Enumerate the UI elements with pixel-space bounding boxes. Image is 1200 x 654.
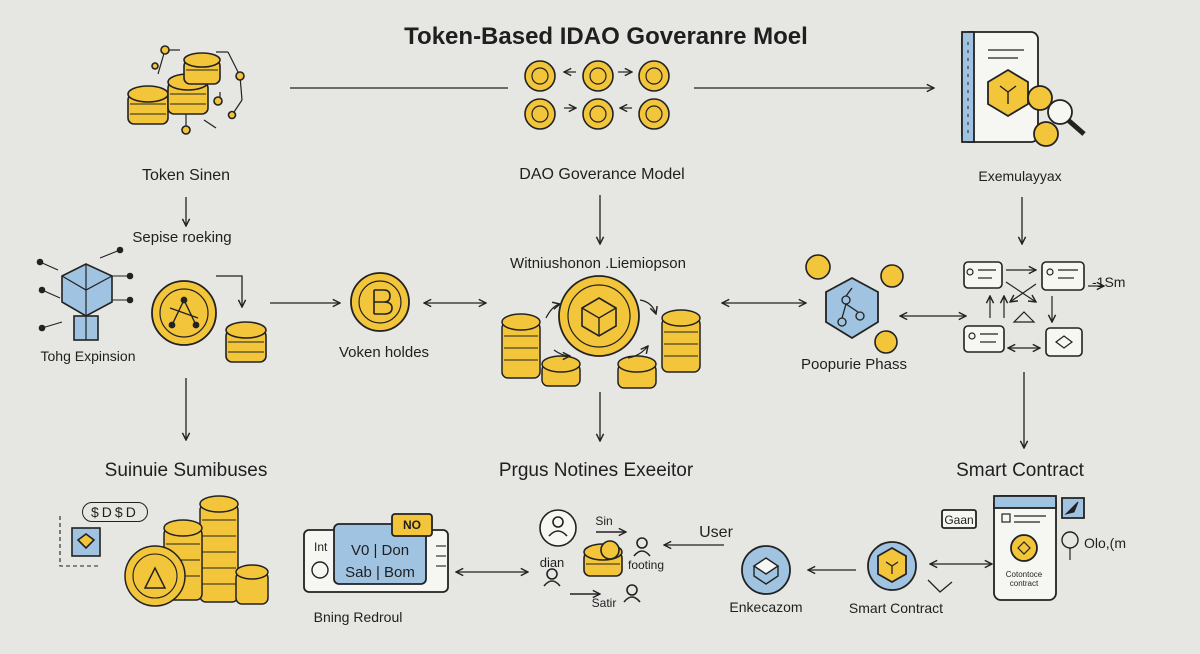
phone-caption-line-1: Cotontoce <box>1005 570 1043 579</box>
chip-3: $ <box>114 504 126 520</box>
node-token-sinen: Token Sinen <box>141 167 231 184</box>
diagram-title: Token-Based IDAO Goveranre Moel <box>404 23 808 50</box>
chip-4: D <box>125 504 139 520</box>
node-dao-governance-model: DAO Goverance Model <box>519 166 685 183</box>
meeting-left-label: dian <box>539 555 565 570</box>
node-prgus-notines: Prgus Notines Exeeitor <box>498 460 694 481</box>
ballot-row-2: Sab | Bom <box>345 564 415 581</box>
hex-chip-icon <box>36 246 134 341</box>
node-poopurie-phass: Poopurie Phass <box>801 356 907 373</box>
arrow-bracket-token <box>216 275 242 307</box>
phone-caption-line-2: contract <box>1009 579 1039 588</box>
meeting-right-label: footing <box>627 558 665 572</box>
node-1sm: -1Sm <box>1092 274 1126 290</box>
small-coin-stack <box>225 321 267 363</box>
network-hex-icon <box>805 254 904 354</box>
chip-2: D <box>101 504 115 520</box>
node-user: User <box>699 524 733 541</box>
token-network-icon <box>127 45 245 135</box>
node-smart-contract-top: Smart Contract <box>956 460 1084 481</box>
phone-caption: Cotontoce contract <box>1006 570 1042 588</box>
ballot-tag: NO <box>403 518 421 532</box>
node-tohg-expinsion: Tohg Expinsion <box>40 348 136 364</box>
document-magnifier-icon <box>961 31 1086 147</box>
node-smart-contract-bottom: Smart Contract <box>848 600 944 616</box>
node-sepise-roeking: Sepise roeking <box>132 229 232 246</box>
coin-grid-icon <box>524 60 670 130</box>
meeting-top-label: Sin <box>595 514 613 528</box>
meeting-bottom-label: Satir <box>591 596 617 610</box>
member-meeting-icon <box>539 509 651 603</box>
ballot-row-1: V0 | Don <box>350 542 410 559</box>
chip-1: $ <box>91 504 102 520</box>
node-suinuie-sumibuses: Suinuie Sumibuses <box>104 460 268 481</box>
node-witniushonon: Witniushonon .Liemiopson <box>510 255 686 272</box>
central-coin-cluster <box>501 275 701 389</box>
large-gear-coin <box>151 280 217 346</box>
chip-strip: $D$D <box>82 502 148 522</box>
node-exemulayyax: Exemulayyax <box>978 168 1062 184</box>
node-enkecazom: Enkecazom <box>729 599 803 615</box>
phone-side-tag: Gaan <box>944 513 974 527</box>
node-voken-holdes: Voken holdes <box>338 344 430 361</box>
node-bning-redroul: Bning Redroul <box>313 609 403 625</box>
connector-phone-tick <box>927 579 953 593</box>
phone-contract-icon <box>941 495 1085 601</box>
flow-panel-icon <box>963 261 1104 357</box>
bitcoin-coin <box>350 272 410 332</box>
ballot-left-label: Int <box>314 540 328 554</box>
smart-contract-coin <box>867 541 917 591</box>
node-olo: Olo,(m <box>1084 535 1126 551</box>
execution-hub-icon <box>741 545 791 595</box>
ballot-card-icon <box>303 513 449 593</box>
treasury-coins-icon <box>59 495 269 607</box>
